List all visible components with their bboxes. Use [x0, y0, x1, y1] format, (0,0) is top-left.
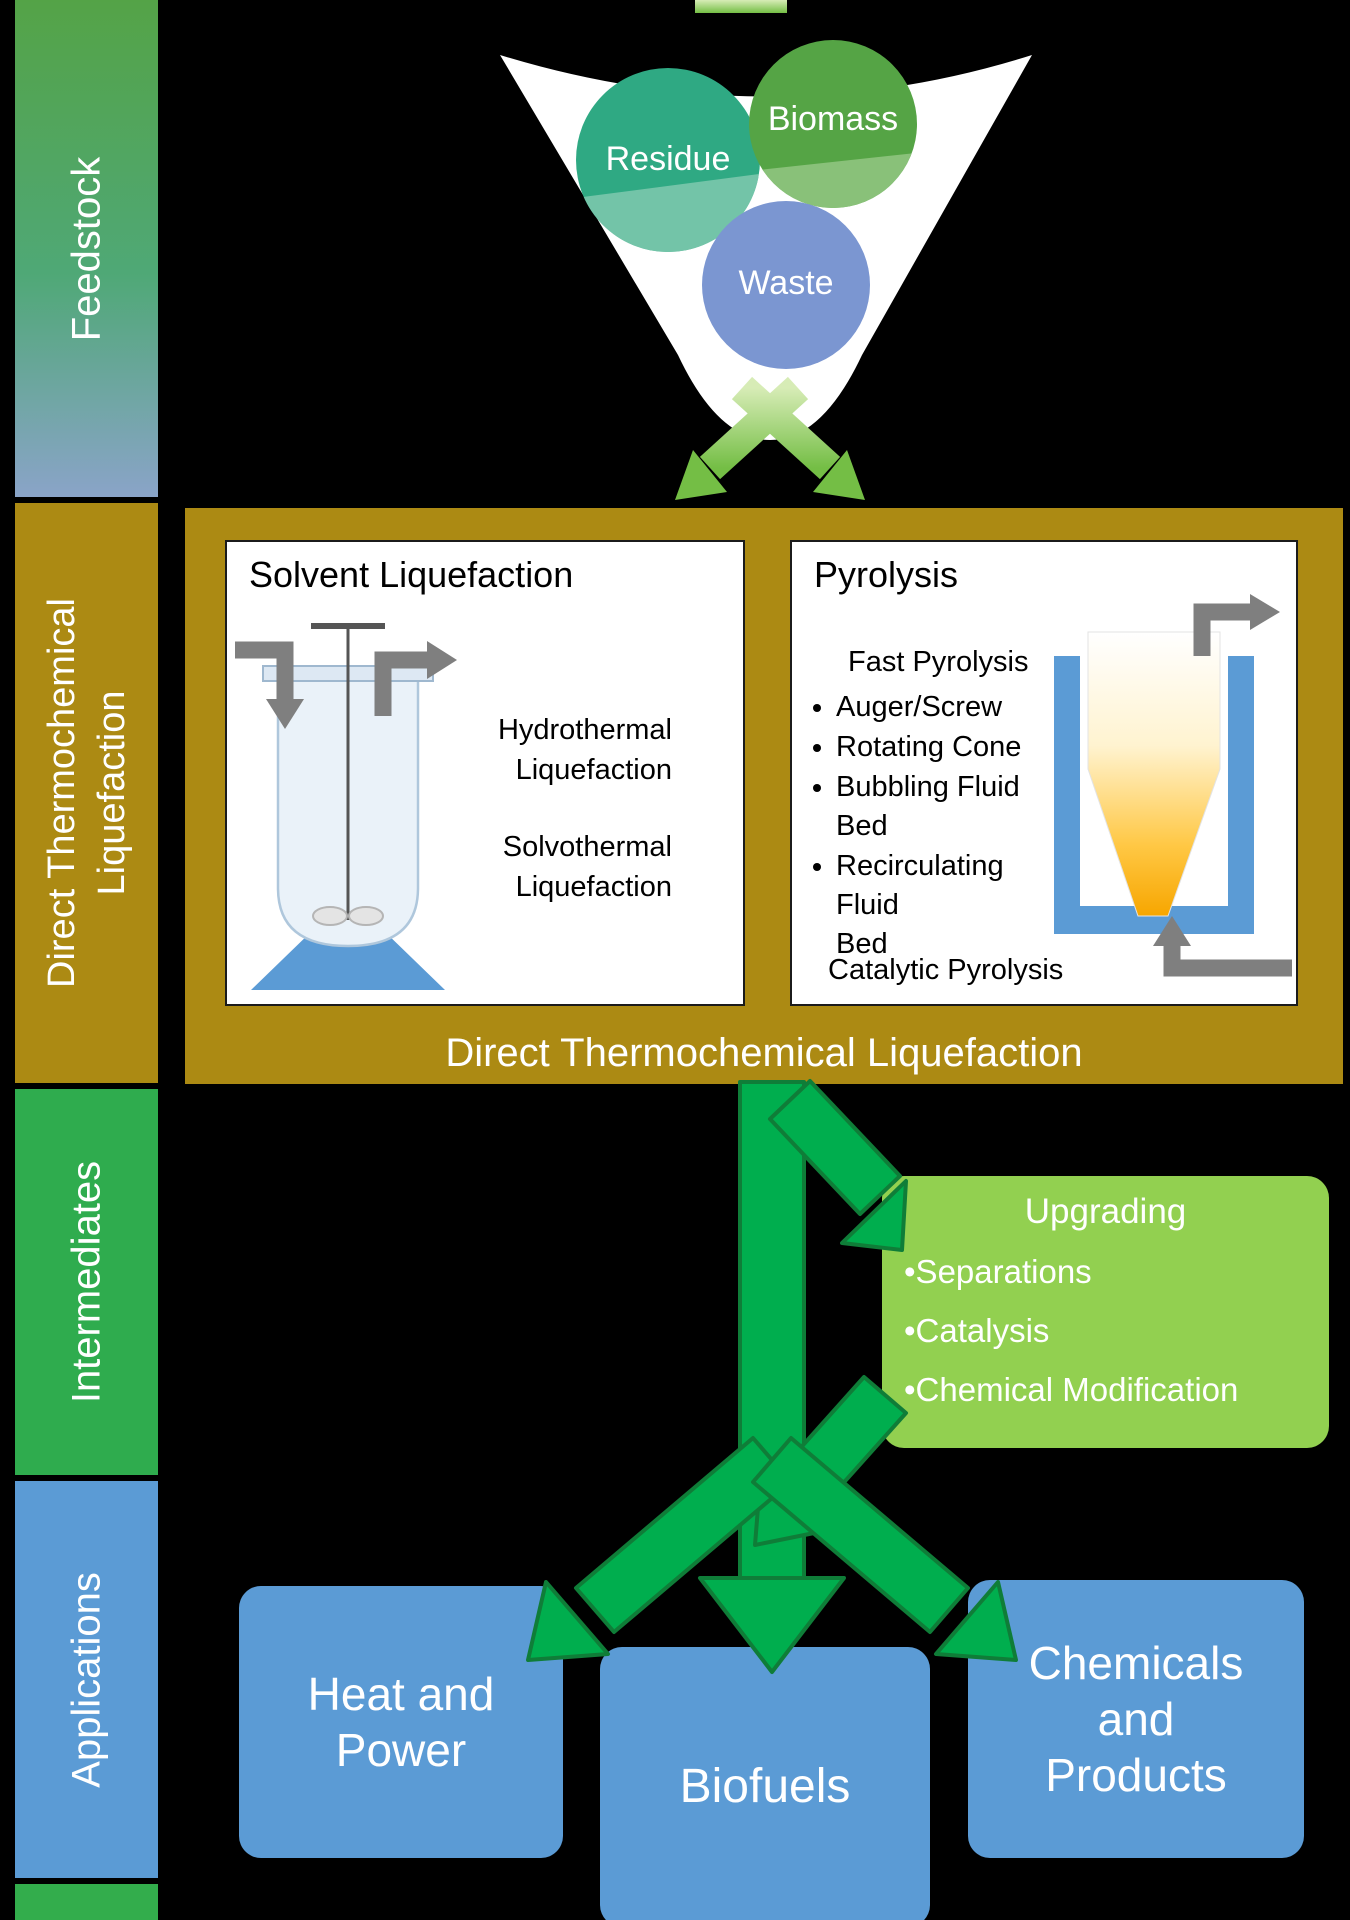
upgrading-box: Upgrading •Separations •Catalysis •Chemi… [882, 1176, 1329, 1448]
upgrading-bullet-chemical-modification: •Chemical Modification [904, 1371, 1239, 1408]
branch-to-upgrading-arrow [768, 1079, 902, 1216]
dtl-box: Solvent Liquefaction Hydrothermal L [185, 508, 1343, 1084]
dtl-box-title: Direct Thermochemical Liquefaction [445, 1031, 1083, 1075]
chemicals-and-products-label: Chemicals and Products [1028, 1636, 1244, 1802]
feedstock-funnel [500, 55, 1032, 440]
catalytic-pyrolysis-label: Catalytic Pyrolysis [828, 954, 1064, 986]
fast-pyrolysis-label: Fast Pyrolysis [848, 646, 1029, 678]
pyrolysis-bullet: Rotating Cone [836, 728, 1062, 767]
solvent-panel-title: Solvent Liquefaction [249, 554, 574, 595]
sidebar-band-applications: Applications [15, 1481, 158, 1878]
band-label-feedstock: Feedstock [64, 156, 109, 341]
band-label-dtl: Direct Thermochemical Liquefaction [40, 598, 133, 988]
biomass-circle [749, 40, 917, 208]
impeller-blade [348, 906, 384, 926]
sidebar-band-intermediates: Intermediates [15, 1089, 158, 1475]
recycle-inlet-arrow-icon [1153, 916, 1292, 977]
impeller-blade [312, 906, 348, 926]
return-arrowhead [753, 1468, 831, 1547]
heat-and-power-box: Heat and Power [239, 1586, 563, 1858]
pyrolysis-panel-title: Pyrolysis [814, 554, 959, 595]
waste-label: Waste [738, 264, 834, 302]
band-label-applications: Applications [64, 1571, 109, 1788]
pyrolysis-bullet: Auger/Screw [836, 688, 1062, 727]
biofuels-label: Biofuels [679, 1759, 851, 1813]
residue-label: Residue [605, 140, 731, 178]
upgrading-bullet-catalysis: •Catalysis [904, 1312, 1050, 1349]
pyrolysis-bullet: Recirculating Fluid Bed [836, 847, 1062, 964]
split-right-arrow [751, 1436, 970, 1634]
top-feed-sliver [695, 0, 787, 13]
cyclone-cone [1087, 631, 1221, 917]
gas-outlet-arrow-icon [1193, 594, 1280, 656]
upgrading-bullet-separations: •Separations [904, 1253, 1092, 1290]
biomass-label: Biomass [767, 100, 899, 138]
waste-circle [702, 201, 870, 369]
outlet-arrow-icon [374, 641, 457, 716]
heat-and-power-label: Heat and Power [307, 1667, 495, 1776]
sidebar-band-dtl: Direct Thermochemical Liquefaction [15, 503, 158, 1083]
main-stem-arrow [738, 1080, 806, 1587]
upgrading-title: Upgrading [1024, 1192, 1187, 1231]
split-left-arrow [574, 1436, 793, 1634]
pyrolysis-panel: Pyrolysis Fast Pyrolysis Auger/Screw Rot… [790, 540, 1298, 1006]
inlet-arrow-icon [235, 641, 304, 729]
pyrolysis-bullet: Bubbling Fluid Bed [836, 768, 1062, 846]
hydrothermal-label: Hydrothermal Liquefaction [497, 714, 672, 786]
stirred-reactor-illustration [235, 623, 457, 990]
solvent-liquefaction-panel: Solvent Liquefaction Hydrothermal L [225, 540, 745, 1006]
solvothermal-label: Solvothermal Liquefaction [502, 831, 672, 903]
residue-circle [576, 68, 760, 252]
funnel-output-arrows [675, 376, 865, 500]
pyrolysis-bullet-list: Auger/Screw Rotating Cone Bubbling Fluid… [812, 688, 1062, 965]
sidebar-band-bottom-sliver [15, 1884, 158, 1920]
chemicals-and-products-box: Chemicals and Products [968, 1580, 1304, 1858]
pyrolysis-reactor-illustration [1054, 594, 1292, 977]
biofuels-box: Biofuels [600, 1647, 930, 1920]
band-label-intermediates: Intermediates [64, 1160, 109, 1404]
sidebar-band-feedstock: Feedstock [15, 0, 158, 497]
reactor-shell [1054, 656, 1254, 934]
